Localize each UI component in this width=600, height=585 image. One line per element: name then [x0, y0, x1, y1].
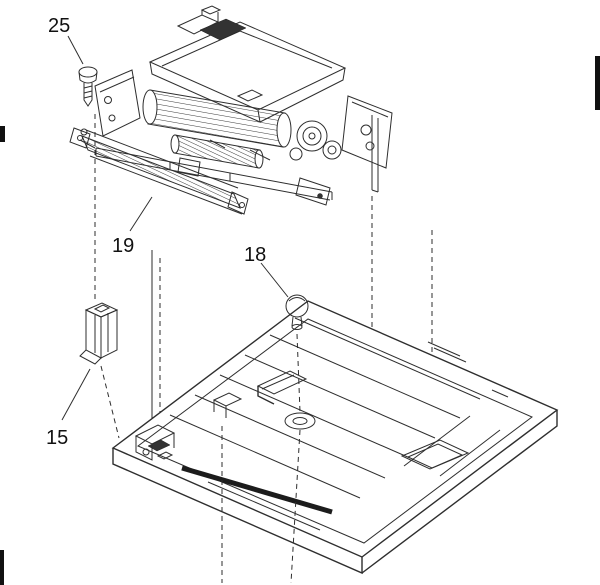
callout-label-18: 18	[244, 244, 266, 266]
assembly-main-roller	[142, 89, 292, 148]
screw-25	[78, 66, 98, 107]
bracket-15	[79, 302, 119, 365]
tray-wedge	[256, 370, 308, 405]
tray-label-plate	[400, 439, 470, 470]
callout-label-25: 25	[48, 15, 70, 37]
crop-mark-right	[595, 56, 600, 110]
leader-19	[129, 196, 153, 232]
tray-inner-rim	[137, 318, 533, 544]
assembly-gear-cluster	[289, 120, 342, 161]
leader-25	[67, 35, 84, 65]
pickup-assembly	[79, 5, 393, 206]
crop-mark-bottom-left	[0, 550, 4, 585]
callout-label-19: 19	[112, 235, 134, 257]
leader-lines	[61, 35, 289, 421]
tray-front-face	[112, 448, 363, 575]
assembly-top-connector	[176, 5, 247, 41]
tray-dark-strip	[181, 465, 333, 515]
assembly-secondary-roller	[170, 134, 264, 169]
crop-marks	[0, 56, 600, 585]
projection-lines	[94, 114, 433, 584]
knob-recess	[284, 412, 316, 430]
tray-top-right-ticks	[427, 341, 509, 398]
crop-mark-left	[0, 126, 5, 142]
callout-label-15: 15	[46, 427, 68, 449]
assembly-right-bracket	[341, 95, 393, 193]
paper-tray	[111, 300, 559, 575]
tray-latch	[134, 424, 176, 461]
tray-top-face	[111, 300, 559, 558]
assembly-feet	[177, 157, 331, 206]
roller-assembly-19	[69, 127, 249, 215]
leader-15	[61, 368, 91, 421]
knob-18	[285, 294, 309, 330]
callout-labels: 25 19 18 15	[46, 15, 266, 449]
tray-right-face	[361, 410, 558, 574]
tray-ribs	[169, 317, 501, 499]
roller-bar-left-cap	[69, 127, 91, 149]
leader-18	[260, 262, 289, 298]
tray-center-boss	[212, 392, 243, 418]
roller-bar-right-cap	[227, 191, 249, 215]
